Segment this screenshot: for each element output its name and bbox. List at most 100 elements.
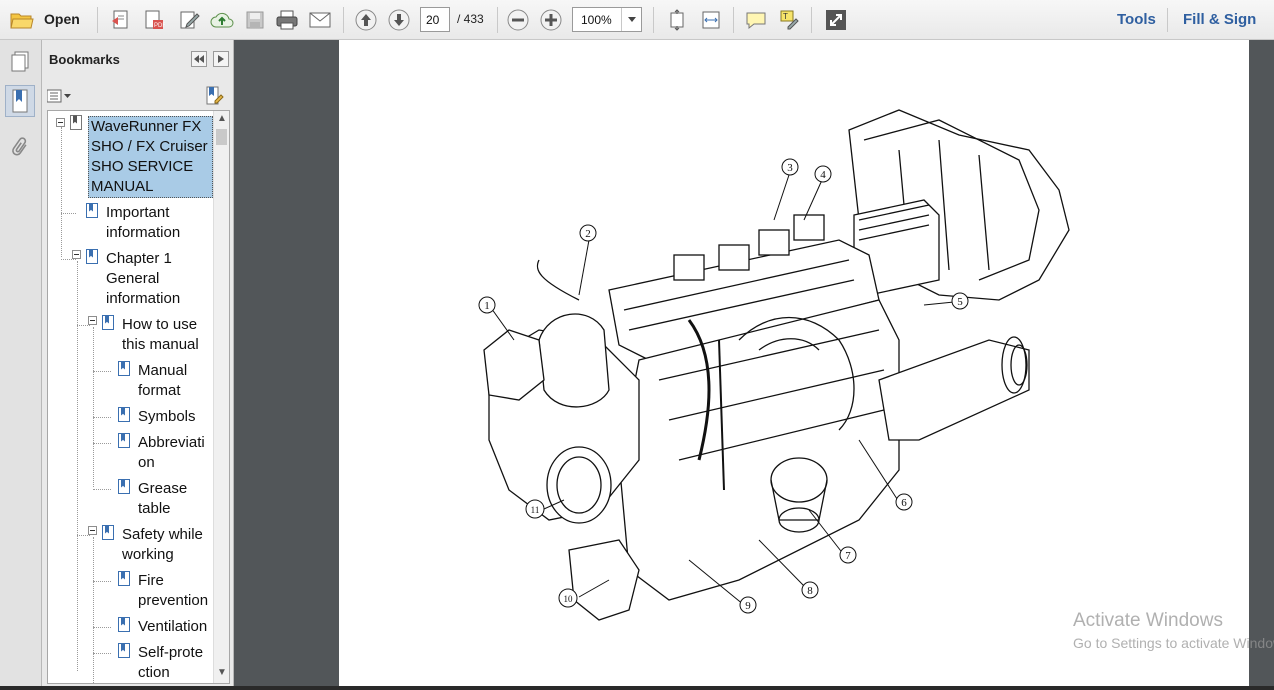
bookmark-label-line: Grease xyxy=(138,480,188,497)
bookmark-icon xyxy=(86,203,98,218)
callout-9: 9 xyxy=(739,596,757,614)
svg-text:3: 3 xyxy=(787,162,793,174)
callout-8: 8 xyxy=(801,581,819,599)
fit-width-icon[interactable] xyxy=(697,6,725,34)
email-icon[interactable] xyxy=(306,6,334,34)
callout-10: 10 xyxy=(558,588,578,608)
attachments-icon[interactable] xyxy=(5,132,35,164)
bookmark-label-line: SHO / FX Cruiser xyxy=(91,138,208,155)
svg-text:PDF: PDF xyxy=(154,23,165,29)
collapse-toggle[interactable] xyxy=(88,316,97,325)
zoom-out-icon[interactable] xyxy=(504,6,532,34)
new-bookmark-icon[interactable] xyxy=(204,86,224,106)
callout-3: 3 xyxy=(781,158,799,176)
folder-open-icon[interactable] xyxy=(8,6,36,34)
bookmark-icon xyxy=(118,407,130,422)
bookmark-icon xyxy=(86,249,98,264)
zoom-value: 100% xyxy=(581,13,612,27)
bookmark-icon xyxy=(102,315,114,330)
bookmark-label-line: Symbols xyxy=(138,408,196,425)
collapse-panel-button[interactable] xyxy=(191,51,207,67)
bookmark-tree: WaveRunner FX SHO / FX Cruiser SHO SERVI… xyxy=(47,110,230,684)
save-icon[interactable] xyxy=(241,6,269,34)
chevron-down-icon[interactable] xyxy=(621,8,641,31)
bookmark-options-button[interactable] xyxy=(47,87,73,105)
callout-4: 4 xyxy=(814,165,832,183)
prev-page-icon[interactable] xyxy=(352,6,380,34)
callout-2: 2 xyxy=(579,224,597,242)
fill-sign-button[interactable]: Fill & Sign xyxy=(1183,11,1257,28)
bookmark-label-line: Abbreviati xyxy=(138,434,205,451)
scroll-up-icon[interactable]: ▲ xyxy=(217,113,227,124)
bookmark-label-line: on xyxy=(138,454,155,471)
zoom-in-icon[interactable] xyxy=(537,6,565,34)
bookmark-label-line: table xyxy=(138,500,171,517)
bookmark-icon xyxy=(118,617,130,632)
fit-page-icon[interactable] xyxy=(663,6,691,34)
bookmark-icon xyxy=(118,433,130,448)
svg-text:10: 10 xyxy=(564,594,574,604)
bookmark-label-line: Self-prote xyxy=(138,644,204,661)
upload-icon[interactable] xyxy=(208,6,236,34)
scroll-thumb[interactable] xyxy=(216,129,227,145)
bookmark-label-line: Ventilation xyxy=(138,618,208,635)
activate-windows-title: Activate Windows xyxy=(1073,610,1223,631)
collapse-toggle[interactable] xyxy=(88,526,97,535)
page-thumbnails-icon[interactable] xyxy=(5,46,35,78)
tools-button[interactable]: Tools xyxy=(1117,11,1156,28)
pdf-page: 1 2 3 4 5 6 7 8 9 10 11 xyxy=(339,40,1249,690)
edit-icon[interactable] xyxy=(175,6,203,34)
bookmark-item-ventilation[interactable]: Ventilation xyxy=(138,617,207,637)
create-pdf-icon[interactable] xyxy=(107,6,135,34)
bookmark-label-line: Important xyxy=(106,204,170,221)
bookmark-label-line: information xyxy=(106,224,181,241)
export-pdf-icon[interactable]: PDF xyxy=(140,6,168,34)
bookmark-label-line: ction xyxy=(138,664,170,681)
collapse-toggle[interactable] xyxy=(56,118,65,127)
bookmarks-panel-icon[interactable] xyxy=(5,85,35,117)
svg-text:2: 2 xyxy=(585,228,591,240)
svg-text:6: 6 xyxy=(901,497,907,509)
collapse-toggle[interactable] xyxy=(72,250,81,259)
fullscreen-icon[interactable] xyxy=(822,6,850,34)
main-toolbar: Open PDF 20 / 433 100% xyxy=(0,0,1274,40)
activate-windows-subtitle: Go to Settings to activate Windows. xyxy=(1073,635,1274,651)
bookmark-label-line: format xyxy=(138,382,181,399)
bookmark-item-grease-table[interactable]: Grease table xyxy=(138,479,187,519)
scroll-down-icon[interactable]: ▼ xyxy=(217,667,227,678)
bookmark-item-abbreviation[interactable]: Abbreviati on xyxy=(138,433,205,473)
navigation-rail xyxy=(0,40,42,690)
open-button[interactable]: Open xyxy=(44,11,80,27)
comment-icon[interactable] xyxy=(742,6,770,34)
bookmark-icon xyxy=(118,643,130,658)
bookmark-label-line: Chapter 1 xyxy=(106,250,172,267)
bookmark-item-important-information[interactable]: Important information xyxy=(106,203,180,243)
callout-6: 6 xyxy=(895,493,913,511)
bookmark-item-symbols[interactable]: Symbols xyxy=(138,407,196,427)
next-page-icon[interactable] xyxy=(385,6,413,34)
callout-11: 11 xyxy=(525,499,545,519)
zoom-select[interactable]: 100% xyxy=(572,7,642,32)
bookmark-item-self-protection[interactable]: Self-prote ction xyxy=(138,643,203,683)
bookmark-label-line: Safety while xyxy=(122,526,203,543)
highlight-icon[interactable]: T xyxy=(775,6,803,34)
engine-illustration: 1 2 3 4 5 6 7 8 9 10 11 xyxy=(478,109,1070,621)
bookmark-label-line: information xyxy=(106,290,181,307)
taskbar-edge xyxy=(0,686,1274,690)
bookmark-label-line: Fire xyxy=(138,572,164,589)
bookmark-icon xyxy=(70,115,82,130)
print-icon[interactable] xyxy=(273,6,301,34)
page-number-input[interactable]: 20 xyxy=(420,7,450,32)
bookmark-item-service-manual[interactable]: WaveRunner FX SHO / FX Cruiser SHO SERVI… xyxy=(88,116,213,198)
bookmark-label-line: MANUAL xyxy=(91,178,154,195)
svg-text:T: T xyxy=(783,12,788,21)
svg-text:5: 5 xyxy=(957,296,963,308)
expand-panel-button[interactable] xyxy=(213,51,229,67)
bookmark-scrollbar[interactable]: ▲ ▼ xyxy=(213,111,229,683)
page-total: / 433 xyxy=(457,12,484,26)
